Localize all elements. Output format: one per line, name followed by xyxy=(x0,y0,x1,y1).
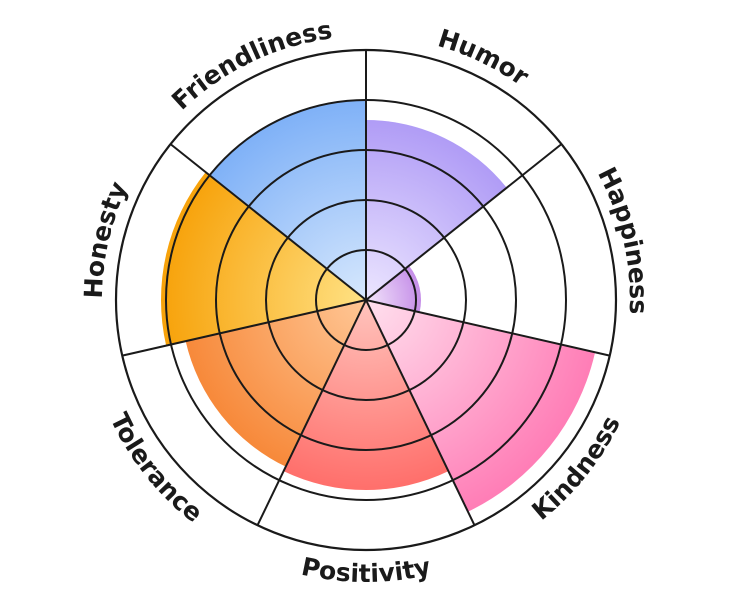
spoke-3 xyxy=(365,299,610,357)
spoke-6 xyxy=(122,299,367,357)
wedge-kindness xyxy=(366,300,596,512)
label-positivity: Positivity xyxy=(299,552,433,588)
wedge-positivity xyxy=(283,300,449,490)
wedge-honesty xyxy=(160,172,366,346)
spoke-7 xyxy=(169,143,367,301)
spoke-5 xyxy=(256,299,367,526)
category-spokes xyxy=(122,50,610,526)
label-friendliness: Friendliness xyxy=(166,15,334,115)
value-wedges xyxy=(160,100,596,512)
label-happiness: Happiness xyxy=(592,162,653,314)
wedge-tolerance xyxy=(185,300,366,467)
wedge-friendliness xyxy=(209,100,366,300)
label-tolerance: Tolerance xyxy=(105,408,209,528)
label-humor: Humor xyxy=(435,23,535,91)
spoke-2 xyxy=(365,143,563,301)
spoke-4 xyxy=(365,299,476,526)
wedge-happiness xyxy=(366,265,421,313)
wedge-humor xyxy=(366,120,507,300)
